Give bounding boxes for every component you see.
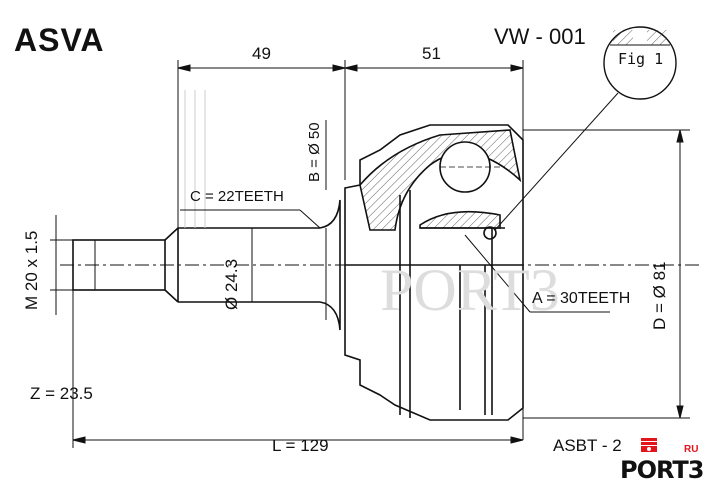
shaft-length-label: 49 (252, 44, 271, 63)
watermark-text: PORT3 (380, 257, 560, 323)
logo-text: PORT3 (620, 456, 704, 484)
logo-suffix: RU (684, 444, 699, 455)
thread-label: M 20 x 1.5 (22, 230, 41, 310)
piston-icon (641, 438, 657, 452)
outer-diameter-label: D = Ø 81 (650, 261, 669, 330)
part-code: VW - 001 (494, 24, 586, 49)
total-length-dimension (72, 290, 524, 448)
fig-1-callout (494, 26, 677, 231)
inner-spline-label: A = 30TEETH (532, 290, 631, 307)
housing-length-label: 51 (422, 44, 441, 63)
main-shaft (177, 90, 341, 331)
outer-spline-label: C = 22TEETH (190, 188, 284, 205)
outer-diameter-dimension (523, 129, 690, 419)
top-dimension-lines (177, 60, 524, 440)
total-length-label: L = 129 (272, 436, 329, 455)
boot-diameter-label: B = Ø 50 (306, 122, 323, 182)
brand-label: ASVA (14, 22, 105, 58)
shaft-diameter-label: Ø 24.3 (222, 258, 241, 310)
port3-logo: RU PORT3 (618, 438, 708, 486)
abs-teeth-label: Z = 23.5 (30, 384, 93, 403)
footer-reference: ASBT - 2 (553, 436, 622, 455)
fig-label: Fig 1 (618, 50, 664, 68)
joint-housing (344, 124, 524, 421)
